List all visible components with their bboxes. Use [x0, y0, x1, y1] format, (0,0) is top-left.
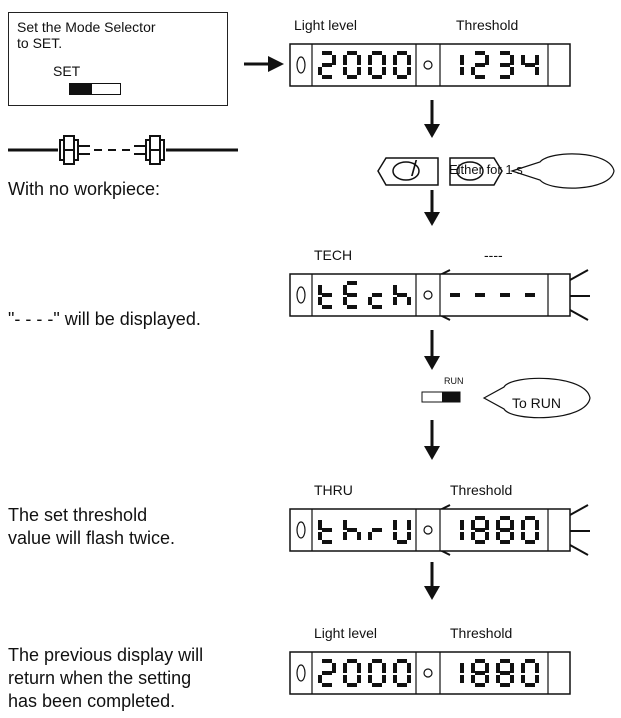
mode-selector-knob [70, 84, 92, 94]
display-digit [318, 51, 336, 79]
button-icon [377, 157, 439, 186]
display-digit [460, 663, 464, 683]
display2-left-label: TECH [314, 247, 353, 263]
display3-right-label: Threshold [450, 482, 513, 498]
display-digit [393, 520, 411, 544]
down-arrow-icon [424, 562, 440, 600]
display1-right-label: Threshold [456, 17, 519, 33]
display-digit [450, 293, 460, 297]
display2-right-label: ---- [484, 247, 503, 263]
hold-note-text: Either for 1 s [449, 162, 523, 177]
down-arrow-icon [424, 420, 440, 460]
speech-balloon [510, 153, 615, 189]
speech-balloon [482, 377, 591, 419]
right-arrow-icon [244, 56, 284, 72]
display-digit [393, 51, 411, 79]
display-digit [496, 659, 514, 687]
down-arrow-icon [424, 100, 440, 138]
button-icon [449, 157, 503, 186]
display4-right-label: Threshold [450, 625, 513, 641]
display-digit [318, 520, 332, 544]
display1-left-label: Light level [294, 17, 358, 33]
run-switch-label: RUN [444, 376, 464, 386]
display-digit [393, 285, 411, 305]
mode-selector-switch [69, 83, 121, 95]
display-digit [460, 520, 464, 540]
instruction-box: Set the Mode Selector to SET. SET [8, 12, 228, 106]
display-digit [343, 281, 357, 309]
display-digit [471, 659, 489, 687]
instruction-text: Set the Mode Selector to SET. [17, 19, 156, 51]
display-digit [368, 51, 386, 79]
display4-left-label: Light level [314, 625, 378, 641]
display-digit [496, 516, 514, 544]
step-text-dashes: "- - - -" will be displayed. [8, 309, 201, 329]
display-digit [521, 55, 539, 75]
display-digit [521, 516, 539, 544]
display-digit [525, 293, 535, 297]
display-digit [368, 528, 382, 540]
display-digit [471, 516, 489, 544]
display-digit [368, 659, 386, 687]
button-separator: / [411, 156, 418, 181]
display-panel [289, 43, 571, 87]
display-panel [289, 508, 571, 552]
down-arrow-icon [424, 330, 440, 370]
display-digit [343, 520, 361, 540]
fiber-sensor-icon [8, 135, 238, 165]
run-note-text: To RUN [512, 395, 562, 411]
display-digit [500, 293, 510, 297]
set-switch-label: SET [53, 63, 81, 79]
display-digit [460, 55, 464, 75]
step-text-return: The previous display will return when th… [8, 645, 204, 711]
down-arrow-icon [424, 190, 440, 226]
display-digit [343, 659, 361, 687]
step-text-no-workpiece: With no workpiece: [8, 179, 161, 199]
display-digit [471, 51, 489, 79]
display-digit [318, 659, 336, 687]
display-digit [343, 51, 361, 79]
display-digit [475, 293, 485, 297]
display-digit [393, 659, 411, 687]
display-digit [500, 51, 514, 79]
display-panel [289, 651, 571, 695]
display-digit [318, 285, 332, 309]
display3-left-label: THRU [314, 482, 353, 498]
display-digit [368, 293, 382, 309]
display-digit [521, 659, 539, 687]
run-switch-icon [421, 391, 461, 403]
display-panel [289, 273, 571, 317]
step-text-flash: The set threshold value will flash twice… [8, 505, 176, 548]
